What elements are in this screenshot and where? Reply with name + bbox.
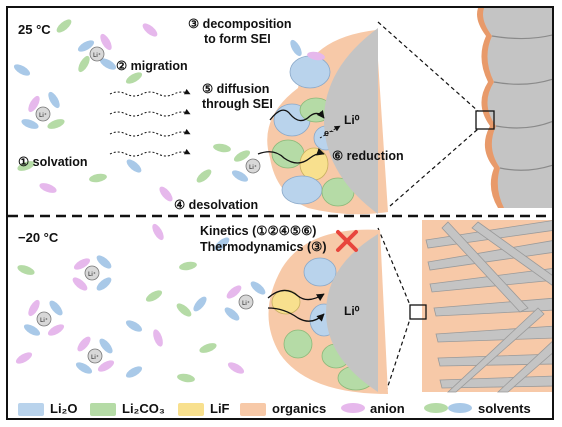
bottom-zoom-dendrites xyxy=(409,220,552,393)
bottom-free-molecules xyxy=(15,223,245,383)
top-solvation-cluster-3: Li⁺ xyxy=(231,150,261,182)
legend-label-li2co3: Li₂CO₃ xyxy=(122,401,165,416)
top-free-molecules xyxy=(13,19,325,202)
top-solvation-cluster-1: Li⁺ xyxy=(77,33,117,73)
legend-swatch-li2co3 xyxy=(90,403,116,416)
legend-swatch-organics xyxy=(240,403,266,416)
bottom-li-metal xyxy=(326,234,378,392)
legend-swatch-lif xyxy=(178,403,204,416)
diagram-canvas: Li⁺ Li⁺ Li⁺ xyxy=(8,8,552,413)
top-temperature-label: 25 °C xyxy=(18,22,51,37)
svg-text:Li⁺: Li⁺ xyxy=(40,317,48,324)
step-desolvation-label: ④ desolvation xyxy=(174,198,259,212)
thermodynamics-label: Thermodynamics (③) xyxy=(200,240,327,254)
legend-label-li2o: Li₂O xyxy=(50,401,78,416)
top-li-metal-label: Li⁰ xyxy=(344,113,360,127)
svg-text:Li⁺: Li⁺ xyxy=(242,300,250,307)
top-solvation-cluster-2: Li⁺ xyxy=(21,91,65,129)
step-decomposition-line2: to form SEI xyxy=(204,32,271,46)
red-cross-icon xyxy=(336,230,358,252)
legend-swatch-li2o xyxy=(18,403,44,416)
legend-label-lif: LiF xyxy=(210,401,230,416)
top-migration-arrows xyxy=(109,88,191,157)
step-reduction-label: ⑥ reduction xyxy=(332,149,404,163)
figure-frame: Li⁺ Li⁺ Li⁺ xyxy=(6,6,554,420)
legend-label-solvents: solvents xyxy=(478,401,531,416)
bottom-temperature-label: −20 °C xyxy=(18,230,59,245)
svg-text:Li⁺: Li⁺ xyxy=(88,271,96,278)
bottom-solvation-cluster-3: Li⁺ xyxy=(75,336,115,374)
step-solvation-label: ① solvation xyxy=(18,155,88,169)
step-migration-label: ② migration xyxy=(116,59,188,73)
legend-label-organics: organics xyxy=(272,401,327,416)
top-zoom-grains xyxy=(475,8,552,208)
step-decomposition-line1: ③ decomposition xyxy=(188,17,292,31)
step-diffusion-line1: ⑤ diffusion xyxy=(202,82,270,96)
bottom-solvation-cluster-4: Li⁺ xyxy=(224,281,266,321)
kinetics-label: Kinetics (①②④⑤⑥) xyxy=(200,224,317,238)
electron-label: e⁻ xyxy=(324,128,334,138)
svg-text:Li⁺: Li⁺ xyxy=(93,52,101,59)
step-diffusion-line2: through SEI xyxy=(202,97,273,111)
legend-label-anion: anion xyxy=(370,401,405,416)
top-li-metal xyxy=(324,28,378,214)
svg-text:Li⁺: Li⁺ xyxy=(39,112,47,119)
svg-text:Li⁺: Li⁺ xyxy=(91,354,99,361)
bottom-li-metal-label: Li⁰ xyxy=(344,304,360,318)
bottom-solvation-cluster-1: Li⁺ xyxy=(72,255,112,291)
legend: Li₂O Li₂CO₃ LiF organics anion solvents xyxy=(8,394,552,418)
svg-text:Li⁺: Li⁺ xyxy=(249,164,257,171)
bottom-solvation-cluster-2: Li⁺ xyxy=(23,299,65,336)
